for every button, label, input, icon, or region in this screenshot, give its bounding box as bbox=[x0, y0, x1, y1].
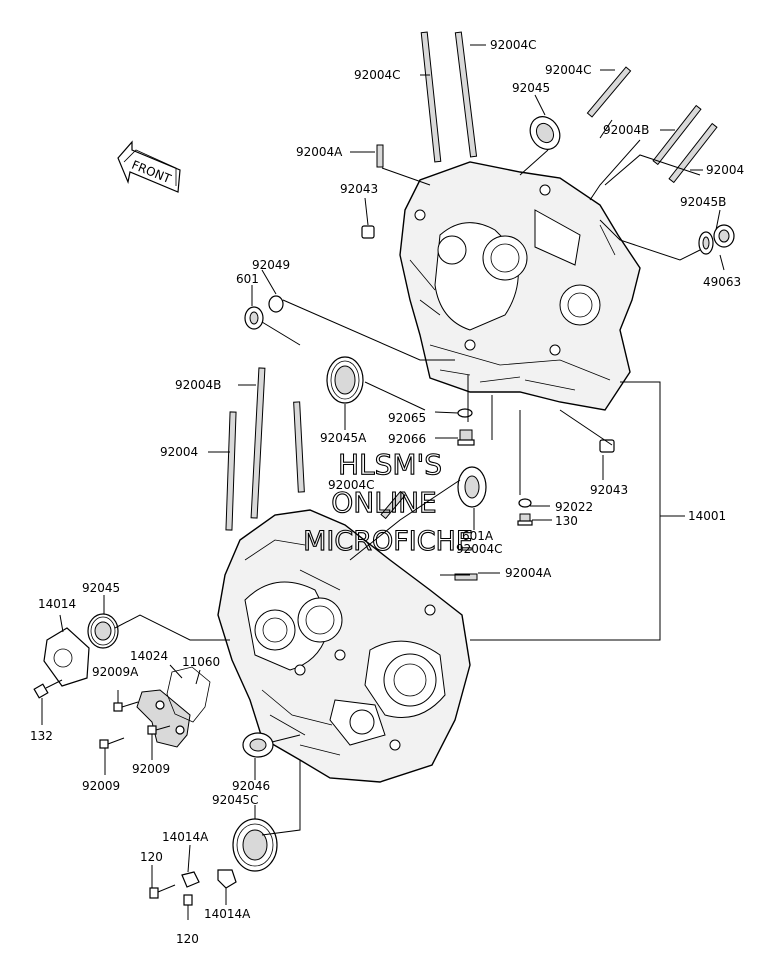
label-92009-a[interactable]: 92009 bbox=[132, 762, 170, 776]
label-92009-b[interactable]: 92009 bbox=[82, 779, 120, 793]
label-14024[interactable]: 14024 bbox=[130, 649, 168, 663]
label-92046[interactable]: 92046 bbox=[232, 779, 270, 793]
guide-plate-14024[interactable] bbox=[136, 689, 191, 748]
screw-92009-a[interactable] bbox=[99, 737, 125, 749]
label-92009a[interactable]: 92009A bbox=[92, 665, 139, 679]
bearing-92045b[interactable] bbox=[698, 231, 714, 255]
washer-92065[interactable] bbox=[457, 408, 473, 418]
label-14014a-top[interactable]: 14014A bbox=[162, 830, 209, 844]
label-120-low[interactable]: 120 bbox=[176, 932, 199, 946]
bearing-92045-top[interactable] bbox=[524, 111, 565, 154]
screw-120-low[interactable] bbox=[183, 894, 193, 920]
lower-crankcase-half[interactable] bbox=[217, 509, 471, 783]
label-14014a-low[interactable]: 14014A bbox=[204, 907, 251, 921]
label-92045b[interactable]: 92045B bbox=[680, 195, 726, 209]
screw-120-top[interactable] bbox=[149, 884, 176, 899]
watermark-line-2: ONLINE bbox=[331, 486, 436, 519]
stud-92004c-c[interactable] bbox=[586, 66, 632, 118]
dowel-92043-right[interactable] bbox=[599, 439, 615, 453]
label-601a[interactable]: 601A bbox=[462, 529, 494, 543]
label-92004b-top[interactable]: 92004B bbox=[603, 123, 649, 137]
bearing-92046[interactable] bbox=[242, 732, 274, 758]
plug-92066[interactable] bbox=[457, 429, 475, 446]
stud-92004b-b[interactable] bbox=[250, 367, 266, 519]
stud-92004b-a[interactable] bbox=[652, 104, 702, 166]
label-92004c-mid[interactable]: 92004C bbox=[328, 478, 375, 492]
label-92004a-top[interactable]: 92004A bbox=[296, 145, 343, 159]
cover-14014a-low[interactable] bbox=[217, 869, 237, 889]
cover-14014a-top[interactable] bbox=[181, 871, 200, 888]
label-92004c-left[interactable]: 92004C bbox=[354, 68, 401, 82]
stud-92004-a[interactable] bbox=[668, 122, 718, 184]
label-92065[interactable]: 92065 bbox=[388, 411, 426, 425]
stud-92004c-b[interactable] bbox=[454, 31, 478, 158]
stud-92004c-d[interactable] bbox=[293, 401, 305, 493]
bolt-130[interactable] bbox=[517, 513, 533, 526]
label-14001[interactable]: 14001 bbox=[688, 509, 726, 523]
label-601[interactable]: 601 bbox=[236, 272, 259, 286]
label-92045-left[interactable]: 92045 bbox=[82, 581, 120, 595]
stud-92004c-e[interactable] bbox=[380, 490, 406, 520]
label-92045c[interactable]: 92045C bbox=[212, 793, 259, 807]
label-92004c-top[interactable]: 92004C bbox=[490, 38, 537, 52]
watermark-line-3: MICROFICHE bbox=[303, 526, 473, 557]
stud-92004a-a[interactable] bbox=[376, 144, 384, 168]
small-parts bbox=[33, 111, 735, 920]
bearing-92045a[interactable] bbox=[326, 356, 364, 404]
stud-92004-b[interactable] bbox=[225, 411, 237, 531]
label-92049[interactable]: 92049 bbox=[252, 258, 290, 272]
label-92066[interactable]: 92066 bbox=[388, 432, 426, 446]
label-92004-right[interactable]: 92004 bbox=[706, 163, 744, 177]
label-11060[interactable]: 11060 bbox=[182, 655, 220, 669]
label-49063[interactable]: 49063 bbox=[703, 275, 741, 289]
bolt-132[interactable] bbox=[33, 679, 63, 699]
label-130[interactable]: 130 bbox=[555, 514, 578, 528]
watermark-line-1: HLSM'S bbox=[338, 448, 442, 481]
label-92043-right[interactable]: 92043 bbox=[590, 483, 628, 497]
label-92004b-left[interactable]: 92004B bbox=[175, 378, 221, 392]
screw-92009a[interactable] bbox=[113, 701, 139, 712]
label-92004-left[interactable]: 92004 bbox=[160, 445, 198, 459]
label-92004a-low[interactable]: 92004A bbox=[505, 566, 552, 580]
bearing-92045c[interactable] bbox=[232, 818, 278, 872]
bearing-601[interactable] bbox=[244, 306, 264, 330]
seal-49063[interactable] bbox=[713, 224, 735, 248]
callout-labels: 92004C 92004C 92004C 92045 92004B 92004A… bbox=[30, 38, 744, 946]
cover-14014[interactable] bbox=[43, 627, 90, 687]
bearing-601a[interactable] bbox=[457, 466, 487, 508]
washer-92049[interactable] bbox=[268, 295, 284, 313]
studs bbox=[225, 31, 718, 581]
label-92045a[interactable]: 92045A bbox=[320, 431, 367, 445]
label-92043-top[interactable]: 92043 bbox=[340, 182, 378, 196]
label-92004c-low[interactable]: 92004C bbox=[456, 542, 503, 556]
front-arrow: FRONT bbox=[117, 140, 181, 193]
label-92004c-right[interactable]: 92004C bbox=[545, 63, 592, 77]
label-120-top[interactable]: 120 bbox=[140, 850, 163, 864]
bearing-92045-left[interactable] bbox=[87, 613, 119, 649]
upper-crankcase-half[interactable] bbox=[399, 161, 641, 411]
watermark: HLSM'S ONLINE MICROFICHE bbox=[303, 447, 474, 557]
gasket-11060[interactable] bbox=[166, 666, 211, 723]
label-92022[interactable]: 92022 bbox=[555, 500, 593, 514]
label-92045-top[interactable]: 92045 bbox=[512, 81, 550, 95]
leader-lines bbox=[41, 44, 725, 905]
label-14014[interactable]: 14014 bbox=[38, 597, 76, 611]
washer-92022[interactable] bbox=[518, 498, 532, 508]
dowel-92043-top[interactable] bbox=[361, 225, 375, 239]
stud-92004c-a[interactable] bbox=[420, 31, 442, 163]
label-132[interactable]: 132 bbox=[30, 729, 53, 743]
